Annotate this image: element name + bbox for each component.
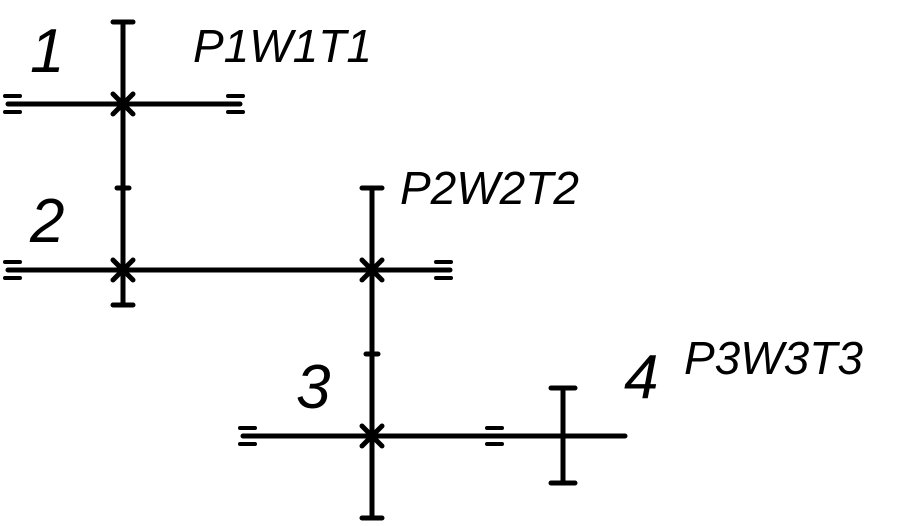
label-p1w1t1: P1W1T1 [193,20,372,72]
shaft-3 [238,423,628,449]
bearing-cross-2 [110,257,136,283]
label-p3w3t3: P3W3T3 [684,332,863,384]
shaft-2 [3,257,453,283]
bearing-cross-1 [110,91,136,117]
shaft-number-3: 3 [296,353,330,422]
bearing-cross-3 [359,257,385,283]
bearing-cross-4 [359,423,385,449]
shaft-number-4: 4 [624,343,658,412]
label-p2w2t2: P2W2T2 [400,162,579,214]
shaft-number-2: 2 [29,187,64,256]
vertical-link-1-2 [110,19,136,308]
vertical-link-2-3 [359,185,385,521]
output-element-4 [548,385,578,486]
shaft-number-1: 1 [30,17,64,86]
